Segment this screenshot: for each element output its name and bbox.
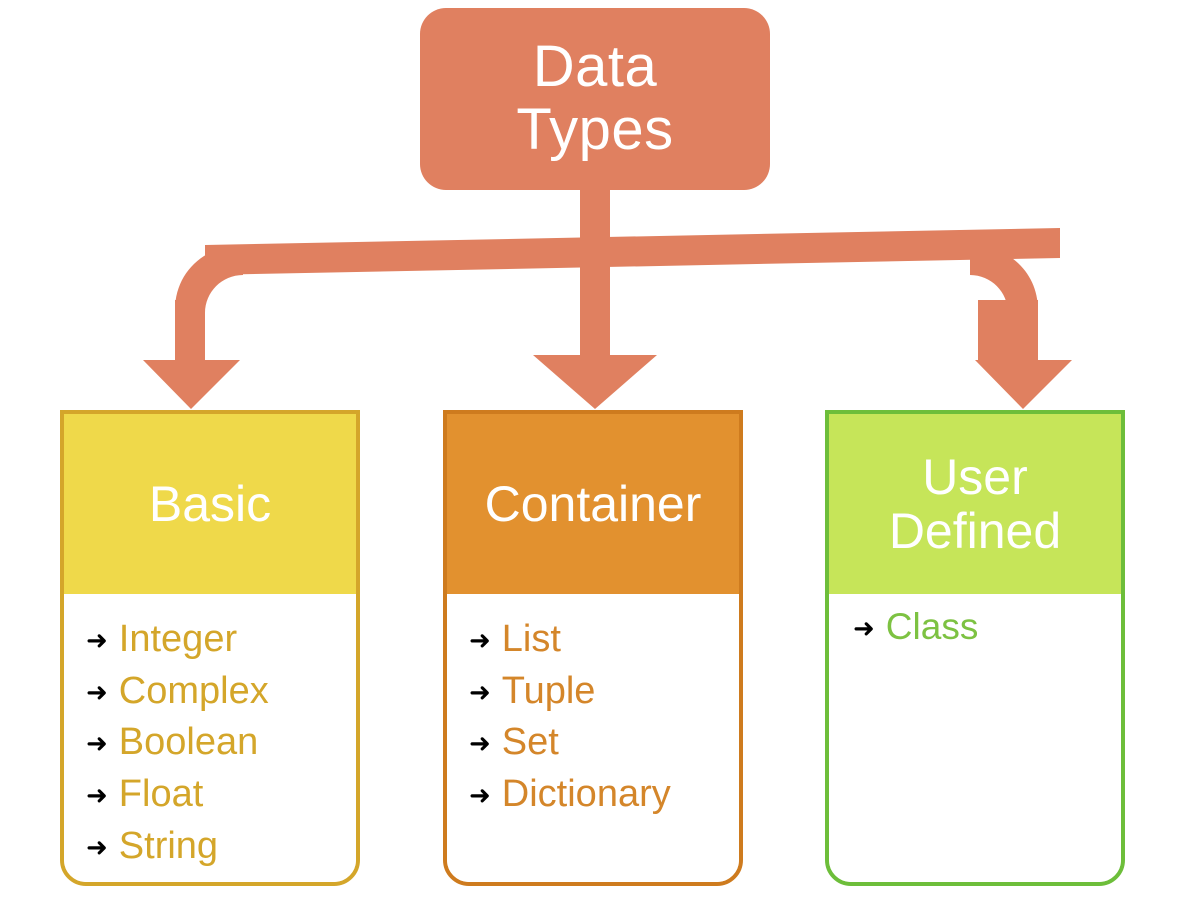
list-item-label: String <box>118 824 219 867</box>
connector-right-corner <box>970 245 1038 362</box>
category-header-label-user-defined-line2: Defined <box>888 503 1062 559</box>
connector-arrow-group <box>143 188 1072 409</box>
category-body-basic: ➜ Integer ➜ Complex ➜ Boolean ➜ Float ➜ <box>64 594 356 882</box>
category-body-user-defined: ➜ Class <box>829 594 1121 882</box>
item-list-user-defined: ➜ Class <box>853 602 1121 652</box>
category-header-label-user-defined-line1: User <box>922 449 1028 505</box>
item-list-basic: ➜ Integer ➜ Complex ➜ Boolean ➜ Float ➜ <box>86 614 356 872</box>
arrow-bullet-icon: ➜ <box>86 625 108 655</box>
list-item[interactable]: ➜ List <box>469 614 739 666</box>
list-item-label: Integer <box>118 618 238 660</box>
connector-left-elbow <box>175 245 225 360</box>
category-card-container[interactable]: Container ➜ List ➜ Tuple ➜ Set ➜ Diction <box>443 410 743 886</box>
connector-right-stem <box>978 300 1008 362</box>
connector-horizontal-bar <box>205 228 1060 275</box>
list-item-label: Class <box>885 606 979 647</box>
category-header-user-defined: User Defined <box>829 414 1121 594</box>
arrow-bullet-icon: ➜ <box>469 676 491 707</box>
category-card-basic[interactable]: Basic ➜ Integer ➜ Complex ➜ Boolean ➜ Fl <box>60 410 360 886</box>
connector-left-stem <box>175 300 205 362</box>
connector-center-stem <box>580 188 610 360</box>
root-node-label-line2: Types <box>516 97 674 162</box>
list-item-label: Boolean <box>118 721 259 764</box>
list-item-label: Tuple <box>501 669 596 712</box>
item-list-container: ➜ List ➜ Tuple ➜ Set ➜ Dictionary <box>469 614 739 821</box>
category-body-container: ➜ List ➜ Tuple ➜ Set ➜ Dictionary <box>447 594 739 882</box>
list-item[interactable]: ➜ Complex <box>86 666 356 718</box>
list-item[interactable]: ➜ String <box>86 821 356 873</box>
arrow-bullet-icon: ➜ <box>86 728 108 759</box>
arrow-bullet-icon: ➜ <box>86 676 108 707</box>
list-item-label: Float <box>118 773 204 816</box>
arrow-bullet-icon: ➜ <box>469 780 491 811</box>
category-card-user-defined[interactable]: User Defined ➜ Class <box>825 410 1125 886</box>
arrow-bullet-icon: ➜ <box>853 613 875 643</box>
connector-right-arrowhead <box>975 360 1072 409</box>
arrow-bullet-icon: ➜ <box>86 780 108 811</box>
list-item-label: Dictionary <box>501 773 671 816</box>
list-item[interactable]: ➜ Dictionary <box>469 769 739 821</box>
list-item[interactable]: ➜ Class <box>853 602 1121 652</box>
list-item-label: List <box>501 618 561 660</box>
list-item[interactable]: ➜ Tuple <box>469 666 739 718</box>
connector-left-arrowhead <box>143 360 240 409</box>
list-item-label: Set <box>501 721 559 764</box>
connector-left-corner <box>175 245 243 330</box>
root-node-data-types[interactable]: Data Types <box>420 8 770 190</box>
root-node-label-line1: Data <box>532 34 658 100</box>
connector-center-arrowhead <box>533 355 657 409</box>
category-header-label-basic: Basic <box>148 476 272 532</box>
category-header-container: Container <box>447 414 739 594</box>
list-item[interactable]: ➜ Boolean <box>86 717 356 769</box>
list-item[interactable]: ➜ Integer <box>86 614 356 666</box>
category-header-label-container: Container <box>484 476 702 532</box>
list-item[interactable]: ➜ Float <box>86 769 356 821</box>
list-item[interactable]: ➜ Set <box>469 717 739 769</box>
arrow-bullet-icon: ➜ <box>469 625 491 655</box>
arrow-bullet-icon: ➜ <box>86 831 108 862</box>
category-header-basic: Basic <box>64 414 356 594</box>
arrow-bullet-icon: ➜ <box>469 728 491 759</box>
list-item-label: Complex <box>118 669 269 712</box>
